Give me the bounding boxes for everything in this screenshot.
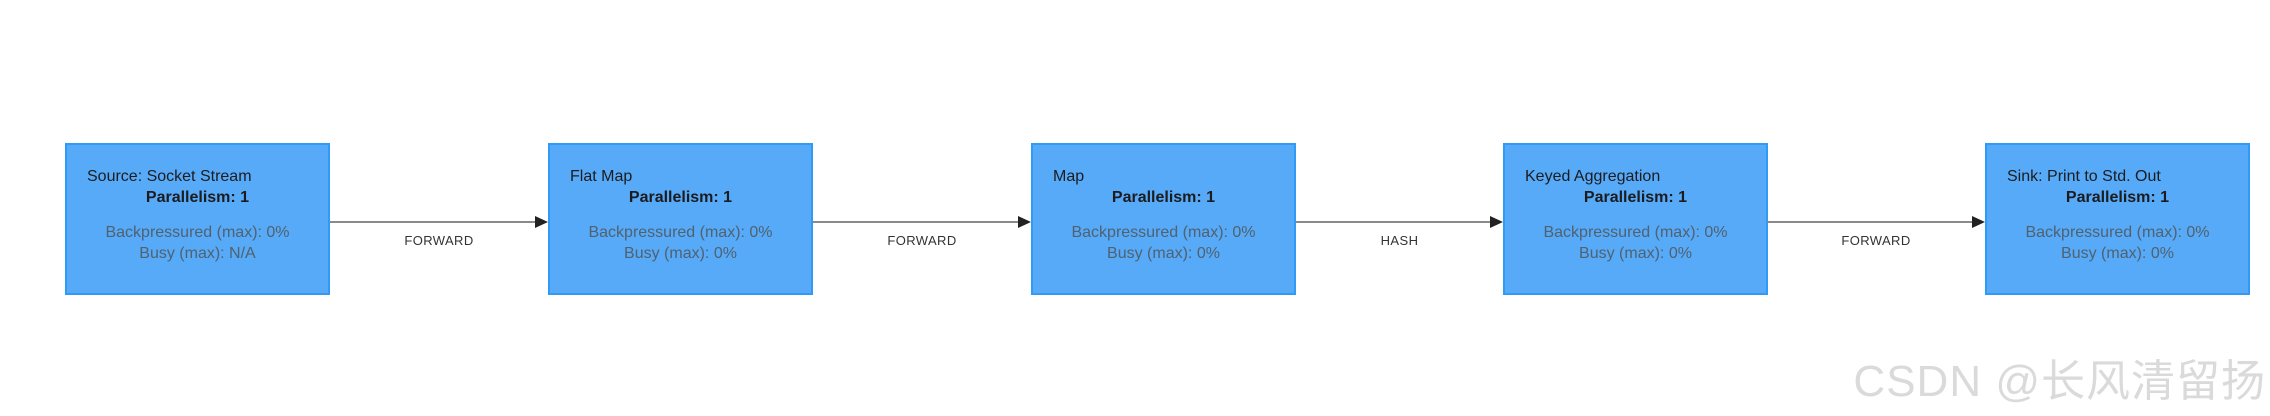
node-metrics: Backpressured (max): 0% Busy (max): 0% — [1987, 222, 2248, 264]
node-metrics: Backpressured (max): 0% Busy (max): 0% — [1505, 222, 1766, 264]
node-title: Sink: Print to Std. Out — [2007, 168, 2161, 185]
node-parallelism: Parallelism: 1 — [628, 189, 733, 206]
node-metrics: Backpressured (max): 0% Busy (max): 0% — [550, 222, 811, 264]
graph-node-source-socket-stream[interactable]: Source: Socket Stream Parallelism: 1 Bac… — [65, 143, 330, 295]
graph-node-map[interactable]: Map Parallelism: 1 Backpressured (max): … — [1031, 143, 1296, 295]
graph-edge-1: FORWARD — [330, 216, 548, 248]
node-busy: Busy (max): 0% — [1107, 245, 1220, 262]
node-parallelism: Parallelism: 1 — [1583, 189, 1688, 206]
edge-line — [1767, 221, 1976, 223]
node-title: Keyed Aggregation — [1525, 168, 1661, 185]
node-busy: Busy (max): N/A — [139, 245, 256, 262]
node-metrics: Backpressured (max): 0% Busy (max): N/A — [67, 222, 328, 264]
edge-line — [330, 221, 539, 223]
node-parallelism: Parallelism: 1 — [145, 189, 250, 206]
node-title: Map — [1053, 168, 1085, 185]
node-parallelism: Parallelism: 1 — [1111, 189, 1216, 206]
node-backpressured: Backpressured (max): 0% — [588, 224, 773, 241]
graph-edge-2: FORWARD — [813, 216, 1031, 248]
edge-ship-strategy-label: FORWARD — [404, 233, 474, 248]
node-parallelism: Parallelism: 1 — [2065, 189, 2170, 206]
edge-ship-strategy-label: FORWARD — [887, 233, 957, 248]
node-backpressured: Backpressured (max): 0% — [105, 224, 290, 241]
node-metrics: Backpressured (max): 0% Busy (max): 0% — [1033, 222, 1294, 264]
edge-ship-strategy-label: FORWARD — [1841, 233, 1911, 248]
node-backpressured: Backpressured (max): 0% — [1071, 224, 1256, 241]
arrowhead-icon — [1018, 216, 1031, 228]
node-busy: Busy (max): 0% — [1579, 245, 1692, 262]
node-backpressured: Backpressured (max): 0% — [1543, 224, 1728, 241]
graph-edge-4: FORWARD — [1767, 216, 1985, 248]
arrowhead-icon — [1972, 216, 1985, 228]
arrowhead-icon — [535, 216, 548, 228]
node-busy: Busy (max): 0% — [624, 245, 737, 262]
edge-line — [813, 221, 1022, 223]
graph-node-sink-print[interactable]: Sink: Print to Std. Out Parallelism: 1 B… — [1985, 143, 2250, 295]
graph-node-keyed-aggregation[interactable]: Keyed Aggregation Parallelism: 1 Backpre… — [1503, 143, 1768, 295]
edge-line — [1296, 221, 1494, 223]
csdn-watermark: CSDN @长风清留扬 — [1853, 357, 2266, 406]
edge-ship-strategy-label: HASH — [1380, 233, 1419, 248]
node-backpressured: Backpressured (max): 0% — [2025, 224, 2210, 241]
arrowhead-icon — [1490, 216, 1503, 228]
node-title: Source: Socket Stream — [87, 168, 252, 185]
graph-edge-3: HASH — [1296, 216, 1503, 248]
node-busy: Busy (max): 0% — [2061, 245, 2174, 262]
graph-node-flat-map[interactable]: Flat Map Parallelism: 1 Backpressured (m… — [548, 143, 813, 295]
node-title: Flat Map — [570, 168, 633, 185]
